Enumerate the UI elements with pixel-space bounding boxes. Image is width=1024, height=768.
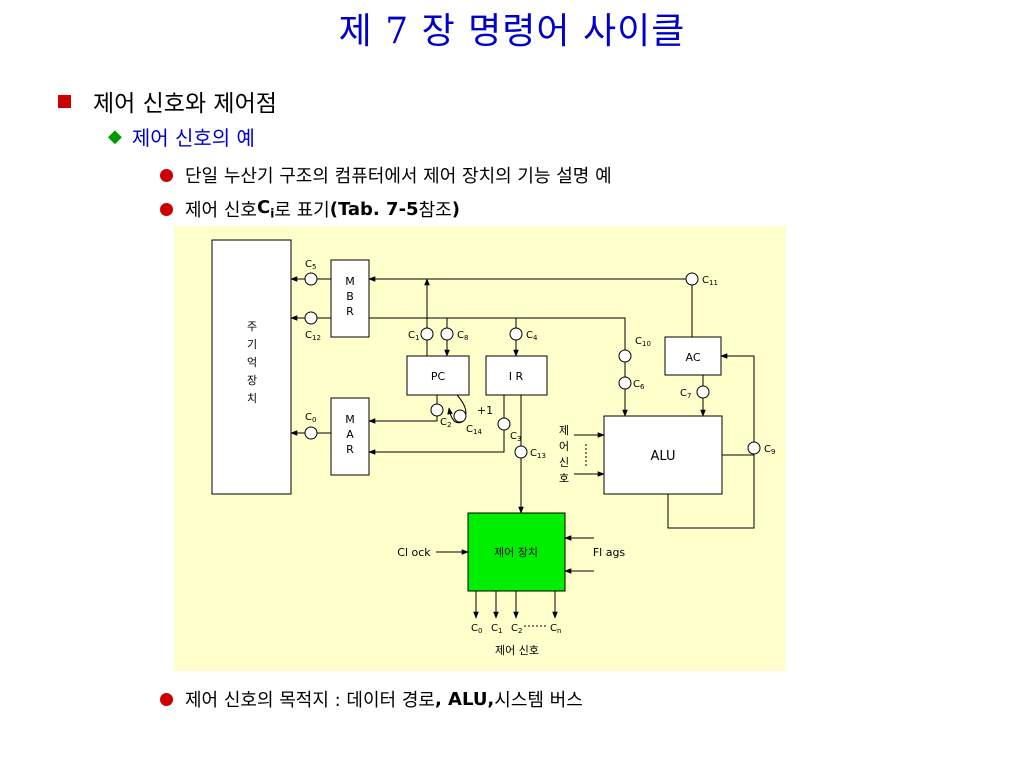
control-unit-label: 제어 장치: [494, 546, 538, 559]
control-point-c14: [453, 409, 467, 423]
plus-one-label: +1: [477, 404, 493, 417]
mar-label-1: A: [346, 428, 354, 441]
bullet-level3-notation: 제어 신호 Ci 로 표기 (Tab. 7-5 참조 ): [160, 196, 460, 222]
bullet-level3-destination: 제어 신호의 목적지 : 데이터 경로 , ALU, 시스템 버스: [160, 686, 583, 712]
page-title: 제 7 장 명령어 사이클: [338, 11, 686, 52]
memory-label-2: 억: [247, 356, 257, 369]
label-c14: C14: [466, 424, 482, 436]
label-c7: C7: [680, 388, 691, 400]
alu-label: ALU: [650, 449, 675, 464]
label-c6: C6: [633, 379, 645, 391]
bullet-level1: 제어 신호와 제어점: [58, 84, 277, 118]
label-c8: C8: [457, 330, 468, 342]
control-point-c10: [618, 349, 632, 363]
ctrl-side-2: 신: [559, 456, 569, 469]
notation-ref-kr: 참조: [418, 200, 452, 221]
memory-label-3: 장: [247, 374, 257, 387]
label-c3: C3: [510, 431, 521, 443]
circle-bullet-icon: [160, 202, 173, 216]
bullet-level3-function: 단일 누산기 구조의 컴퓨터에서 제어 장치의 기능 설명 예: [160, 162, 612, 188]
label-c10: C10: [635, 336, 651, 348]
bullet-level1-text: 제어 신호와 제어점: [93, 91, 277, 117]
label-c11: C11: [702, 275, 718, 287]
ir-label: I R: [509, 370, 524, 383]
notation-ref: (Tab. 7-5: [329, 198, 419, 220]
bullet-level2-text: 제어 신호의 예: [131, 126, 255, 150]
circle-bullet-icon: [160, 692, 173, 706]
control-point-c13: [514, 445, 528, 459]
output-label-c1: C1: [491, 623, 502, 635]
control-point-c1: [420, 327, 434, 341]
circle-bullet-icon: [160, 168, 173, 182]
mbr-box: [330, 259, 370, 338]
memory-label-4: 치: [247, 392, 257, 405]
square-bullet-icon: [58, 94, 71, 108]
ctrl-side-0: 제: [559, 424, 569, 437]
control-point-c5: [304, 272, 318, 286]
flags-label: Fl ags: [593, 546, 626, 559]
output-label-c0: C0: [471, 623, 482, 635]
notation-prefix: 제어 신호: [185, 200, 257, 221]
control-point-c9: [747, 441, 761, 455]
mar-box: [330, 397, 370, 476]
label-c12: C12: [305, 330, 321, 342]
mbr-label-1: B: [346, 290, 354, 303]
control-signal-diagram: 주 기 억 장 치 M B R M A R PC I R AC ALU 제어 장…: [174, 226, 786, 671]
notation-ci: Ci: [256, 197, 275, 221]
output-label-cn: Cn: [550, 623, 561, 635]
diamond-bullet-icon: ◆: [108, 126, 122, 147]
memory-label-1: 기: [247, 338, 257, 351]
ac-box: [664, 336, 722, 376]
bullet-level2: ◆ 제어 신호의 예: [108, 122, 255, 151]
mar-label-0: M: [345, 413, 355, 426]
label-c5: C5: [305, 259, 316, 271]
alu-box: [603, 415, 723, 495]
mbr-label-0: M: [345, 275, 355, 288]
control-point-c6: [618, 376, 632, 390]
control-point-c8: [440, 327, 454, 341]
diagram-svg: 주 기 억 장 치 M B R M A R PC I R AC ALU 제어 장…: [174, 226, 786, 671]
label-c2: C2: [440, 417, 451, 429]
destination-alu: , ALU,: [434, 688, 495, 710]
pc-box: [406, 355, 470, 396]
control-point-c0: [304, 426, 318, 440]
control-point-c12: [304, 311, 318, 325]
memory-label-0: 주: [247, 320, 257, 333]
mar-label-2: R: [346, 443, 354, 456]
destination-rest: 시스템 버스: [494, 690, 583, 711]
control-point-c3: [497, 417, 511, 431]
clock-label: Cl ock: [397, 546, 431, 559]
ctrl-side-3: 호: [559, 472, 569, 485]
ctrl-side-1: 어: [559, 440, 569, 453]
output-label-c2: C2: [511, 623, 522, 635]
outputs-label: 제어 신호: [495, 644, 539, 657]
ir-box: [485, 355, 548, 396]
destination-prefix: 제어 신호의 목적지 : 데이터 경로: [185, 690, 435, 711]
ac-label: AC: [685, 351, 700, 364]
label-c4: C4: [526, 330, 538, 342]
control-point-c2: [430, 403, 444, 417]
label-c9: C9: [764, 444, 775, 456]
control-point-c7: [696, 385, 710, 399]
label-c0: C0: [305, 412, 316, 424]
bullet-level3-function-text: 단일 누산기 구조의 컴퓨터에서 제어 장치의 기능 설명 예: [185, 166, 612, 187]
pc-label: PC: [431, 370, 446, 383]
mbr-label-2: R: [346, 305, 354, 318]
label-c13: C13: [530, 448, 546, 460]
control-point-c11: [685, 272, 699, 286]
main-memory-box: [211, 239, 292, 495]
notation-mid: 로 표기: [274, 200, 330, 221]
notation-close: ): [451, 198, 460, 220]
label-c1: C1: [408, 330, 419, 342]
control-point-c4: [509, 327, 523, 341]
